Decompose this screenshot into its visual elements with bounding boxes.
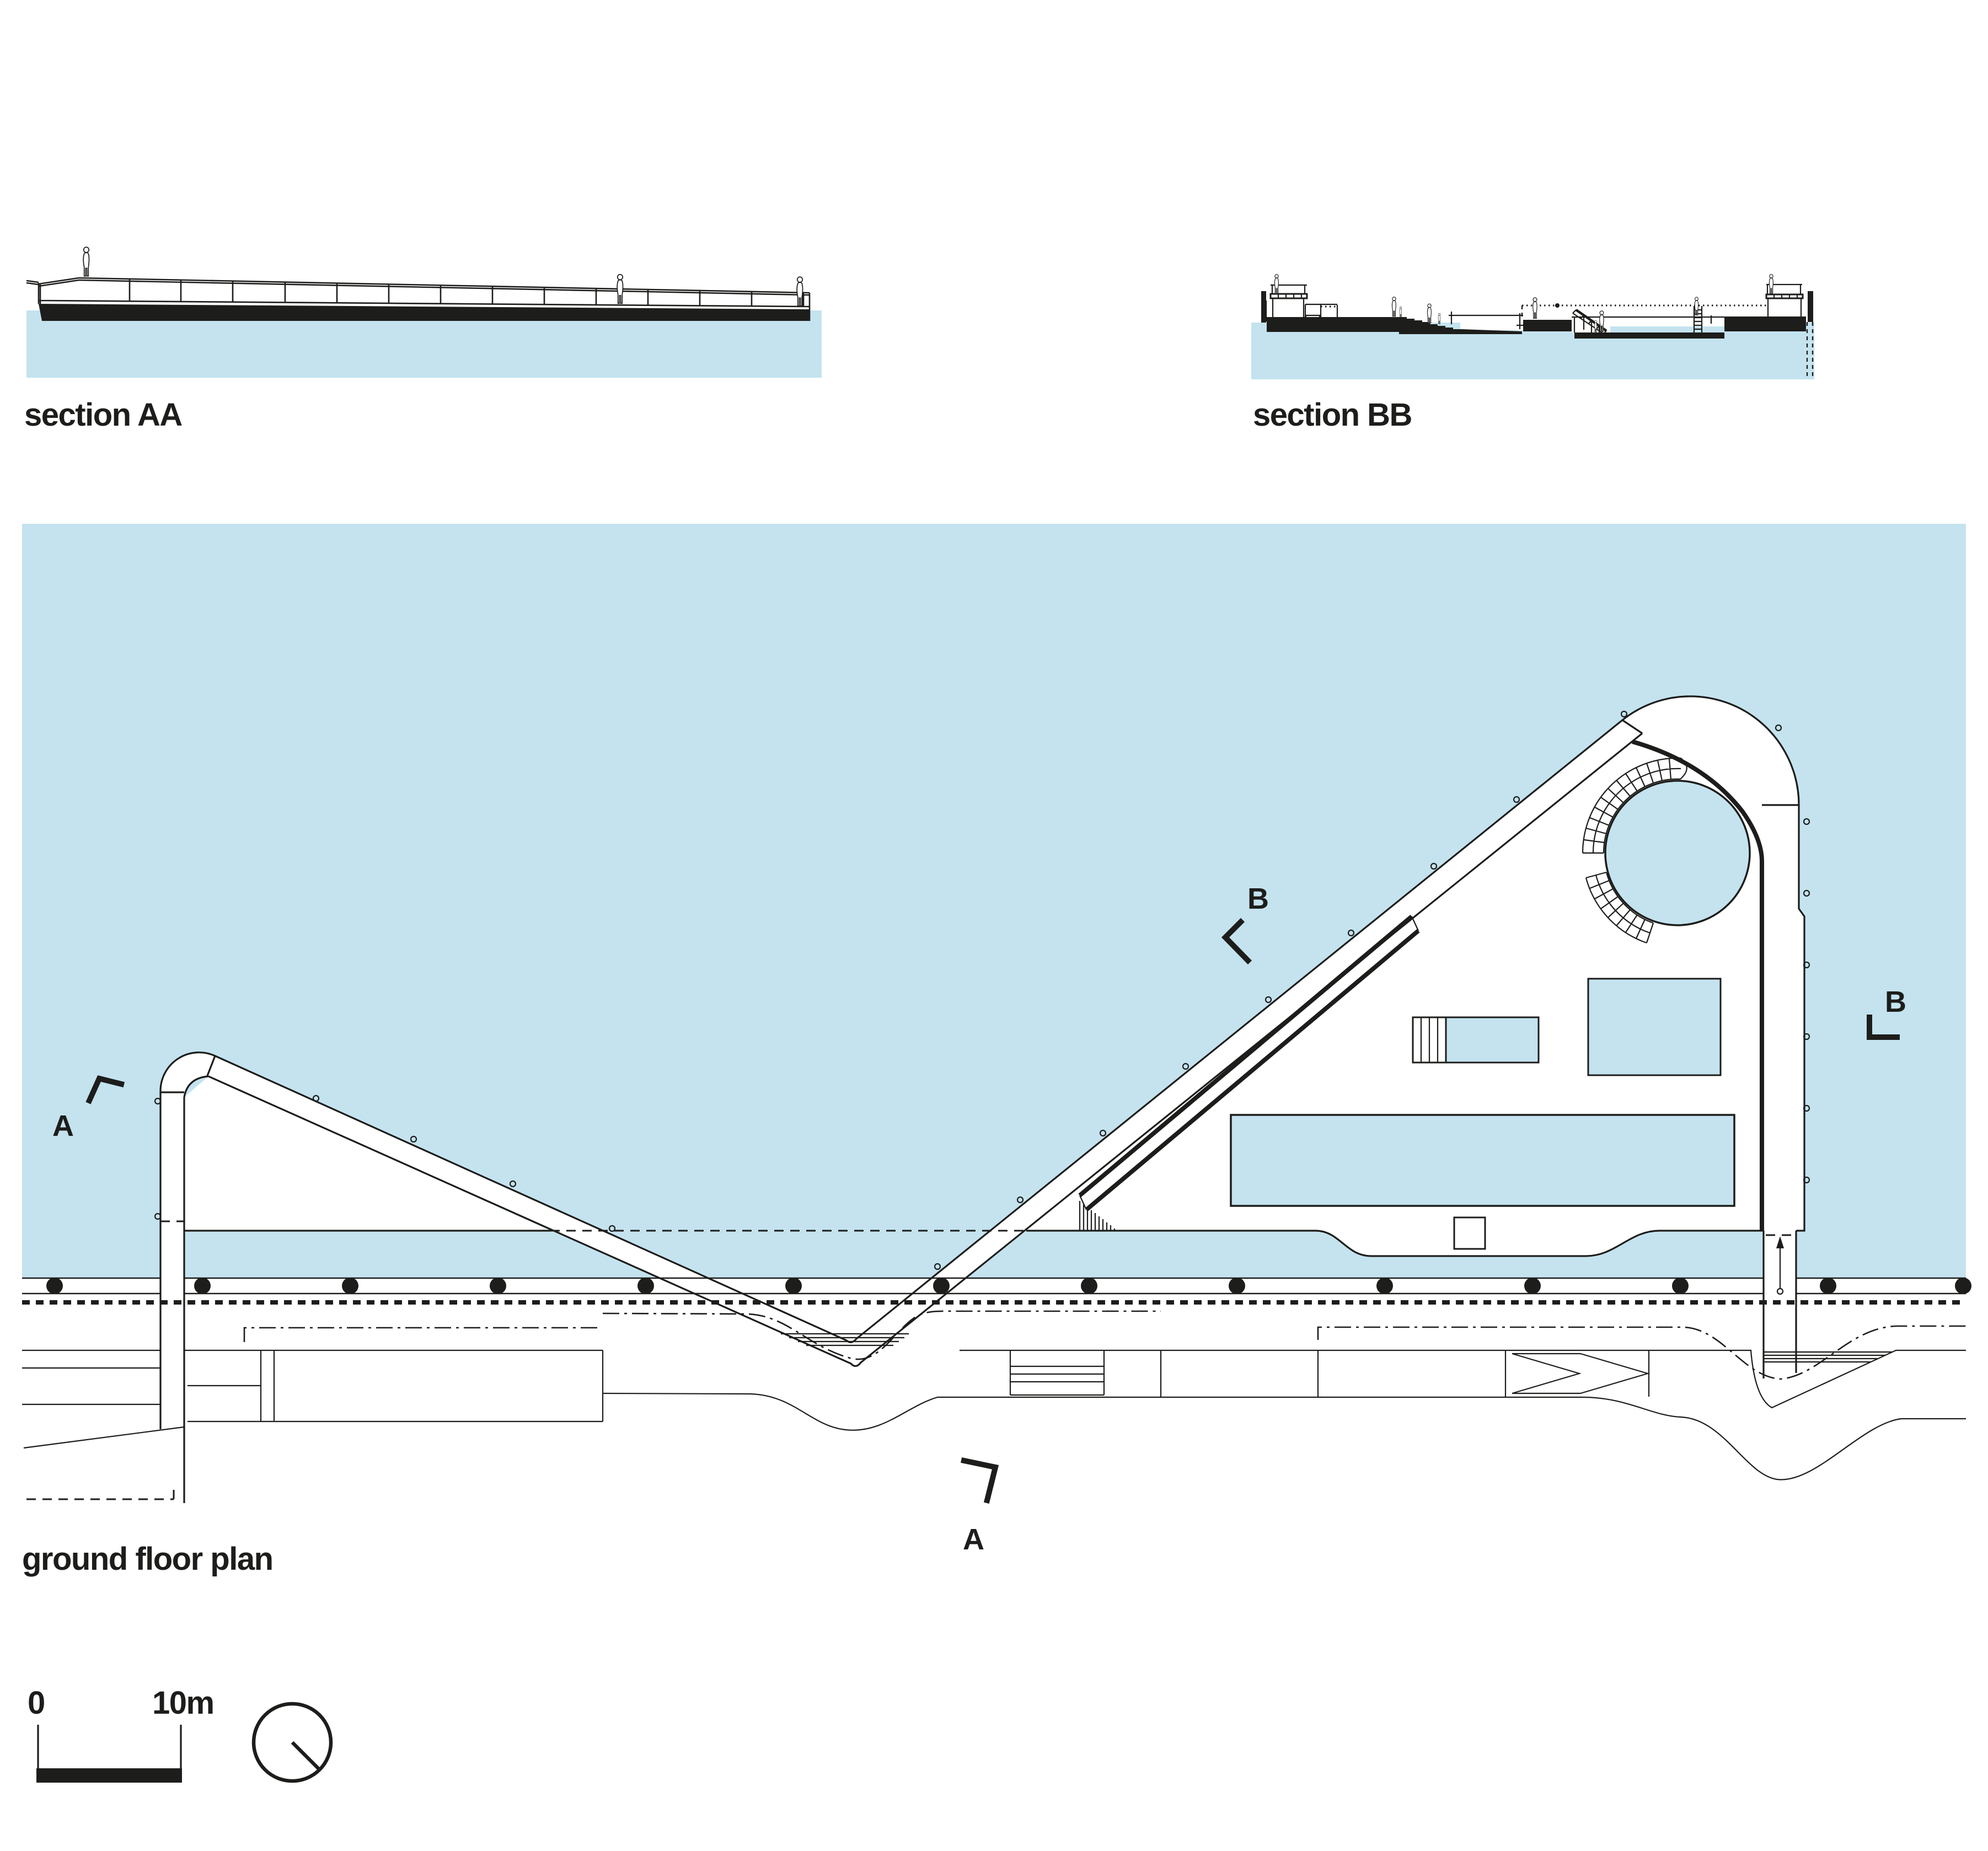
- human-figure-child: [1399, 307, 1402, 318]
- wall-right-bb: [1808, 291, 1813, 322]
- raised-platform-right-bb: [1765, 283, 1804, 316]
- marker-a-bottom-label: A: [963, 1523, 984, 1556]
- edge-lights: [154, 710, 1810, 1270]
- quay-edge-lines: [22, 1277, 1966, 1295]
- section-aa-drawing: section AA: [24, 246, 822, 433]
- human-figure: [1694, 297, 1699, 315]
- pool-floor-bb: [1574, 332, 1724, 339]
- circular-stair-band-lower: [1585, 871, 1654, 944]
- section-aa-label: section AA: [24, 397, 182, 433]
- gangway-ramp-arrow: [1776, 1236, 1784, 1295]
- human-figure: [1532, 297, 1537, 319]
- deck-furniture-bb: [1304, 303, 1724, 332]
- pontoon-hull-aa: [39, 304, 810, 321]
- windbreak-wall: [1078, 914, 1420, 1212]
- land-dashed-line: [26, 1489, 175, 1500]
- human-figure: [1427, 303, 1432, 324]
- section-bb-drawing: section BB: [1251, 274, 1814, 433]
- plan-label: ground floor plan: [22, 1541, 273, 1577]
- ground-floor-plan: A A B B ground floor plan: [22, 524, 1971, 1577]
- pool-water-bb: [1610, 326, 1724, 332]
- scale-bar: 0 10m: [28, 1685, 215, 1783]
- floating-platform: [1453, 1216, 1486, 1250]
- guide-wire-bb: [1321, 304, 1767, 308]
- marker-b-right-label: B: [1885, 985, 1906, 1018]
- circular-stair-band-upper: [1582, 757, 1687, 854]
- railing-posts-aa: [128, 280, 805, 307]
- marker-a-left-label: A: [52, 1109, 74, 1142]
- pier-underwalk-fill: [184, 1076, 550, 1231]
- piles-dotted-bb: [1806, 322, 1814, 379]
- deck-stairs-fan: [1079, 1201, 1116, 1231]
- section-marker-a-bottom: A: [961, 1457, 999, 1556]
- section-marker-a-left: A: [52, 1075, 125, 1142]
- section-marker-b-top: B: [1221, 882, 1269, 965]
- small-pool: [1587, 978, 1722, 1076]
- human-figure: [1769, 274, 1773, 294]
- bollards: [46, 1278, 1971, 1294]
- land-linework: [22, 1333, 1966, 1449]
- circular-pool: [1604, 780, 1751, 926]
- pontoon-right-bb: [1724, 316, 1806, 331]
- human-figure: [83, 246, 90, 277]
- scale-10m-label: 10m: [152, 1685, 214, 1721]
- hidden-edges-dashed: [160, 1220, 1794, 1236]
- human-figure: [617, 273, 624, 304]
- north-arrow-icon: [251, 1702, 333, 1783]
- platform-mid-bb: [1523, 320, 1572, 331]
- raised-platform-left-bb: [1265, 284, 1308, 321]
- section-marker-b-right: B: [1867, 985, 1906, 1040]
- inner-heavy-edge: [1631, 739, 1764, 1231]
- steps-bb: [1399, 317, 1522, 334]
- road-edge: [602, 1392, 1966, 1480]
- section-bb-label: section BB: [1253, 397, 1412, 433]
- human-figure-child: [1438, 313, 1441, 324]
- human-figure: [1391, 297, 1396, 317]
- boundary-dashdot: [243, 1310, 1966, 1380]
- scale-zero-label: 0: [28, 1685, 45, 1721]
- pontoon-left-bb: [1267, 317, 1399, 332]
- human-figure: [1274, 274, 1279, 294]
- wall-left-bb: [1261, 291, 1266, 323]
- plunge-pool-with-steps: [1412, 1016, 1540, 1064]
- water-section-aa: [26, 310, 822, 378]
- main-pool: [1230, 1114, 1735, 1207]
- pier-arm-fill: [160, 1091, 184, 1429]
- deck-linework-aa: [26, 277, 811, 321]
- marker-b-top-label: B: [1247, 882, 1269, 915]
- human-figure: [796, 276, 803, 307]
